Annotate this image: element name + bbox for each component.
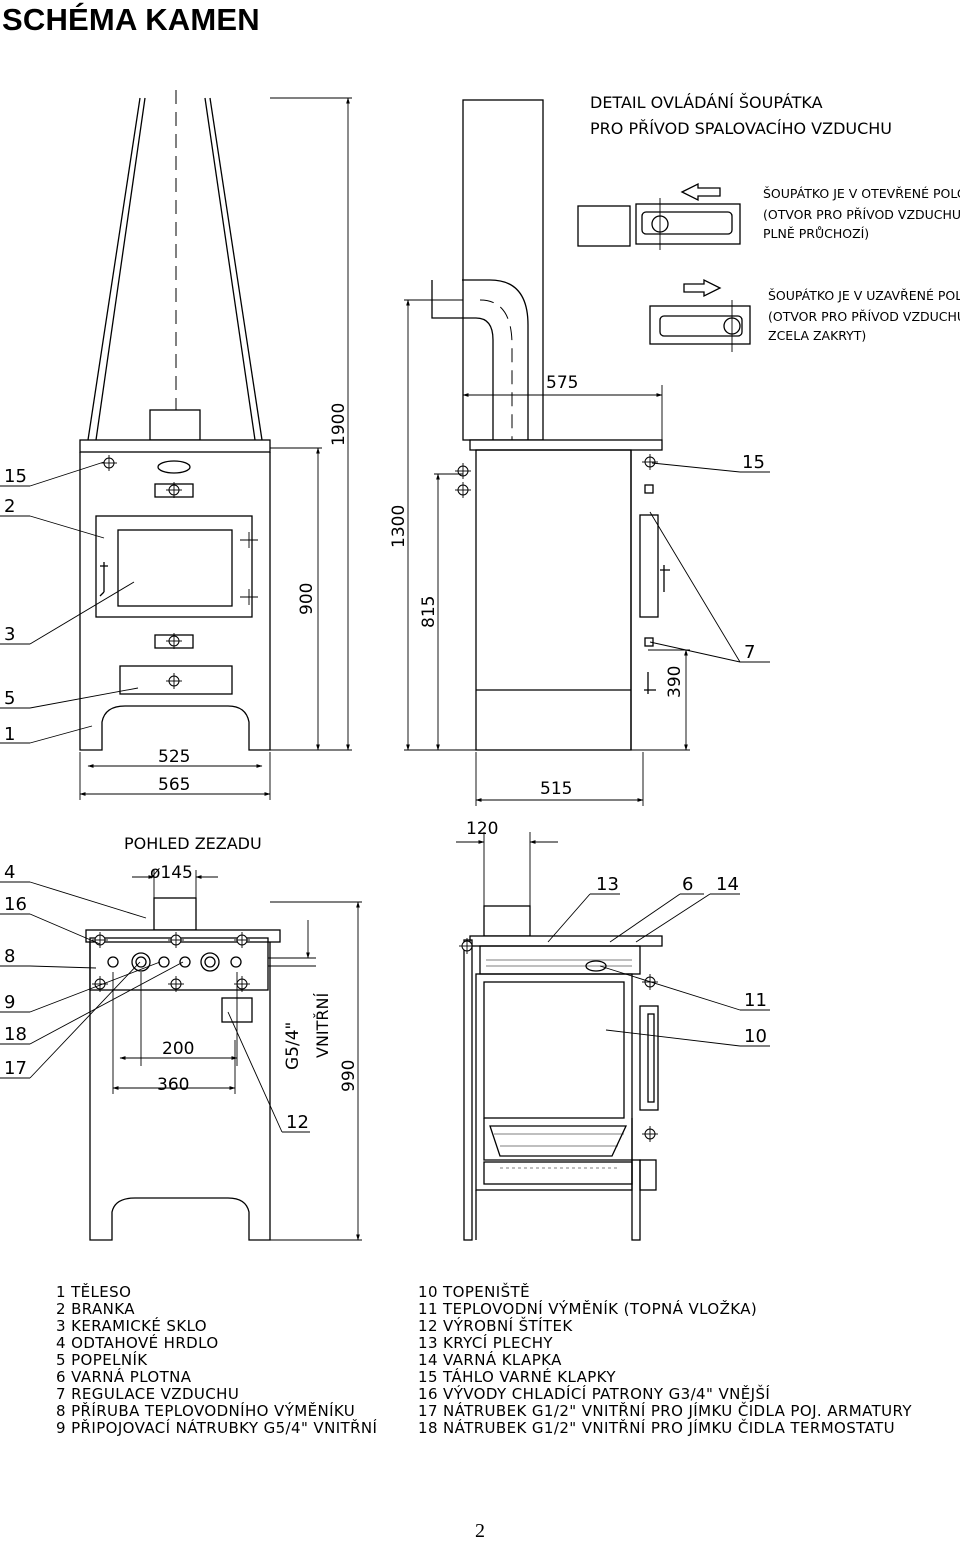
callout-17: 17: [4, 1058, 27, 1079]
slider-detail: [577, 182, 751, 352]
dim-525: 525: [158, 747, 190, 767]
callout-5: 5: [4, 688, 15, 709]
legend-item: 18 NÁTRUBEK G1/2" VNITŘNÍ PRO JÍMKU ČIDL…: [418, 1418, 895, 1437]
inner-label: VNITŘNÍ: [313, 993, 332, 1058]
callout-1: 1: [4, 724, 15, 745]
slider-open-line-3: PLNĚ PRŮCHOZÍ): [763, 226, 869, 241]
side-view: [404, 99, 770, 806]
dim-990: 990: [339, 1060, 359, 1092]
legend-item: 11 TEPLOVODNÍ VÝMĚNÍK (TOPNÁ VLOŽKA): [418, 1299, 757, 1318]
callout-16: 16: [4, 894, 27, 915]
rear-view-label: POHLED ZEZADU: [124, 834, 262, 853]
legend-item: 3 KERAMICKÉ SKLO: [56, 1316, 207, 1335]
dim-390: 390: [665, 666, 685, 698]
legend-item: 10 TOPENIŠTĚ: [418, 1282, 530, 1301]
callout-8: 8: [4, 946, 15, 967]
dim-515: 515: [540, 779, 572, 799]
dim-120: 120: [466, 819, 498, 839]
detail-heading-2: PRO PŘÍVOD SPALOVACÍHO VZDUCHU: [590, 119, 892, 138]
legend-item: 2 BRANKA: [56, 1300, 135, 1318]
callout-14: 14: [716, 874, 739, 895]
legend-item: 12 VÝROBNÍ ŠTÍTEK: [418, 1316, 573, 1335]
dim-360: 360: [157, 1075, 189, 1095]
page-number: 2: [475, 1520, 485, 1542]
slider-closed-line-2: (OTVOR PRO PŘÍVOD VZDUCHU JE: [768, 309, 960, 324]
legend-item: 1 TĚLESO: [56, 1282, 131, 1301]
legend-item: 13 KRYCÍ PLECHY: [418, 1333, 553, 1352]
legend-item: 5 POPELNÍK: [56, 1350, 148, 1369]
legend-item: 15 TÁHLO VARNÉ KLAPKY: [418, 1367, 616, 1386]
callout-15-front: 15: [4, 466, 27, 487]
legend-item: 7 REGULACE VZDUCHU: [56, 1385, 239, 1403]
callout-7: 7: [744, 642, 755, 663]
page-title: SCHÉMA KAMEN: [2, 2, 260, 37]
dim-575: 575: [546, 373, 578, 393]
front-view: [0, 90, 352, 800]
legend-item: 16 VÝVODY CHLADÍCÍ PATRONY G3/4" VNĚJŠÍ: [418, 1384, 770, 1403]
callout-10: 10: [744, 1026, 767, 1047]
dim-815: 815: [419, 596, 439, 628]
section-view: [456, 832, 770, 1241]
legend-item: 9 PŘIPOJOVACÍ NÁTRUBKY G5/4" VNITŘNÍ: [56, 1418, 377, 1437]
slider-closed-line-3: ZCELA ZAKRYT): [768, 328, 866, 343]
legend-item: 6 VARNÁ PLOTNA: [56, 1367, 192, 1386]
rear-view: [0, 870, 362, 1241]
slider-open-line-2: (OTVOR PRO PŘÍVOD VZDUCHU JE: [763, 207, 960, 222]
dim-565: 565: [158, 775, 190, 795]
callout-13: 13: [596, 874, 619, 895]
callout-15-side: 15: [742, 452, 765, 473]
legend-item: 8 PŘÍRUBA TEPLOVODNÍHO VÝMĚNÍKU: [56, 1401, 355, 1420]
legend-right: 10 TOPENIŠTĚ 11 TEPLOVODNÍ VÝMĚNÍK (TOPN…: [418, 1282, 912, 1437]
slider-open-line-1: ŠOUPÁTKO JE V OTEVŘENÉ POLOZE: [763, 186, 960, 201]
dim-diameter-145: ø145: [150, 863, 193, 883]
slider-closed-line-1: ŠOUPÁTKO JE V UZAVŘENÉ POLOZE: [768, 288, 960, 303]
callout-2: 2: [4, 496, 15, 517]
dim-1900: 1900: [329, 403, 349, 446]
callout-18: 18: [4, 1024, 27, 1045]
callout-9: 9: [4, 992, 15, 1013]
legend-item: 14 VARNÁ KLAPKA: [418, 1350, 562, 1369]
legend-item: 17 NÁTRUBEK G1/2" VNITŘNÍ PRO JÍMKU ČIDL…: [418, 1401, 912, 1420]
callout-11: 11: [744, 990, 767, 1011]
callout-3: 3: [4, 624, 15, 645]
legend-left: 1 TĚLESO 2 BRANKA 3 KERAMICKÉ SKLO 4 ODT…: [56, 1282, 377, 1437]
detail-heading-1: DETAIL OVLÁDÁNÍ ŠOUPÁTKA: [590, 93, 823, 112]
callout-6: 6: [682, 874, 693, 895]
dim-900: 900: [297, 583, 317, 615]
dim-1300: 1300: [389, 505, 409, 548]
callout-4: 4: [4, 862, 15, 883]
dim-200: 200: [162, 1039, 194, 1059]
callout-12: 12: [286, 1112, 309, 1133]
legend-item: 4 ODTAHOVÉ HRDLO: [56, 1333, 219, 1352]
thread-label: G5/4": [283, 1022, 303, 1070]
